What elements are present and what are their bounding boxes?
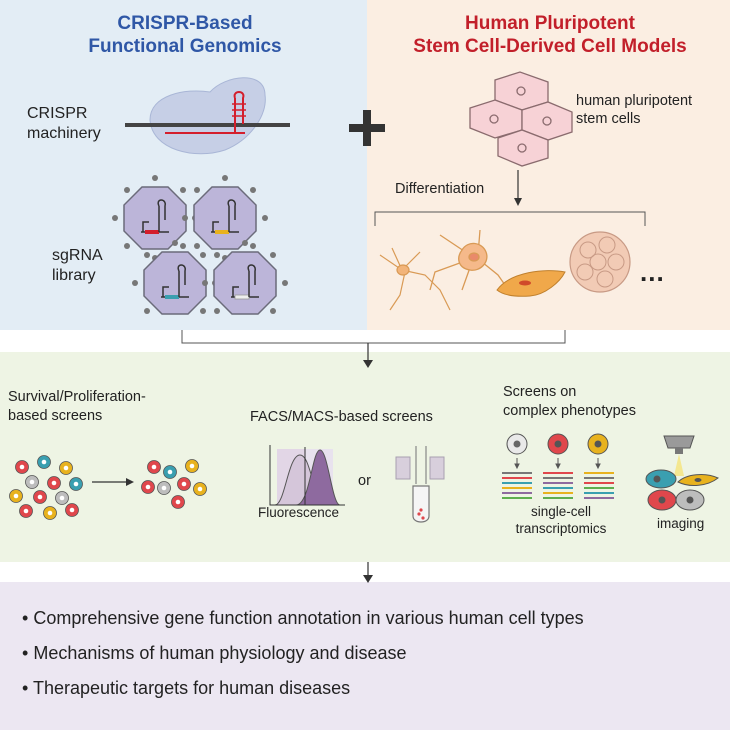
survival-line1: Survival/Proliferation-	[8, 389, 146, 405]
hpsc-cells-label: human pluripotent stem cells	[576, 92, 692, 128]
bullet-dot: •	[22, 678, 29, 698]
neuron-cell-2	[429, 229, 506, 291]
sgrna-virus-4	[202, 240, 288, 315]
screens-panel	[0, 352, 730, 562]
sgrna-virus-1	[112, 175, 198, 261]
bullet-dot: •	[22, 643, 29, 663]
singlecell-graphic	[502, 433, 614, 499]
crispr-machinery-line2: machinery	[27, 125, 101, 142]
survival-screens-label: Survival/Proliferation- based screens	[8, 388, 146, 426]
survival-line2: based screens	[8, 407, 103, 424]
crispr-title-line2: Functional Genomics	[88, 35, 282, 57]
survival-cells-after	[141, 459, 207, 509]
sgrna-library-label: sgRNA library	[52, 246, 103, 286]
differentiated-bracket	[374, 211, 646, 226]
imaging-label: imaging	[657, 516, 705, 531]
facs-screens-label: FACS/MACS-based screens	[250, 409, 433, 425]
outcome-text-2: Mechanisms of human physiology and disea…	[33, 643, 407, 663]
imaging-graphic	[645, 435, 719, 511]
outcome-item-1: • Comprehensive gene function annotation…	[22, 607, 584, 630]
outcome-item-2: • Mechanisms of human physiology and dis…	[22, 642, 407, 665]
hpsc-colony-graphic	[469, 71, 573, 167]
complex-line2: complex phenotypes	[503, 402, 636, 419]
hpsc-title-line2: Stem Cell-Derived Cell Models	[413, 35, 687, 57]
macs-column	[395, 446, 445, 523]
crispr-title: CRISPR-Based Functional Genomics	[40, 13, 330, 59]
complex-line1: Screens on	[503, 384, 577, 400]
down-arrow-1	[363, 360, 373, 368]
plus-sign	[349, 110, 385, 146]
sgrna-library-graphic	[112, 175, 288, 315]
sgrna-virus-2	[182, 175, 268, 261]
fluorescence-label: Fluorescence	[258, 505, 340, 520]
differentiation-label: Differentiation	[395, 181, 485, 197]
survival-cells-before	[9, 455, 83, 520]
down-arrow-2	[363, 562, 373, 583]
singlecell-line2: transcriptomics	[515, 520, 607, 536]
singlecell-label: single-cell transcriptomics	[502, 504, 620, 538]
crispr-title-line1: CRISPR-Based	[117, 13, 253, 34]
crispr-machinery-line1: CRISPR	[27, 105, 88, 122]
neuron-cell-1	[379, 247, 451, 311]
complex-phenotypes-label: Screens on complex phenotypes	[503, 383, 636, 421]
organoid-cell	[569, 231, 631, 293]
outcome-item-3: • Therapeutic targets for human diseases	[22, 677, 350, 700]
hpsc-title: Human Pluripotent Stem Cell-Derived Cell…	[380, 13, 720, 59]
hpsc-cells-line1: human pluripotent	[576, 93, 693, 109]
singlecell-line1: single-cell	[530, 504, 592, 519]
hpsc-cells-line2: stem cells	[576, 111, 641, 128]
outcome-text-1: Comprehensive gene function annotation i…	[33, 608, 584, 628]
fibroblast-cell	[496, 270, 566, 297]
outcome-text-3: Therapeutic targets for human diseases	[33, 678, 351, 698]
hpsc-title-line1: Human Pluripotent	[465, 13, 635, 34]
facs-histogram	[269, 445, 345, 506]
sgrna-library-line1: sgRNA	[52, 247, 103, 264]
sgrna-virus-3	[132, 240, 218, 315]
outcomes-panel	[0, 582, 730, 730]
merge-bracket	[181, 330, 566, 365]
crispr-machinery-graphic	[125, 77, 290, 155]
bullet-dot: •	[22, 608, 29, 628]
more-cell-types-ellipsis: ...	[640, 257, 665, 287]
or-label: or	[358, 473, 371, 489]
sgrna-library-line2: library	[52, 267, 96, 284]
survival-arrow	[92, 478, 134, 486]
differentiation-arrow	[514, 170, 522, 206]
crispr-machinery-label: CRISPR machinery	[27, 104, 101, 144]
